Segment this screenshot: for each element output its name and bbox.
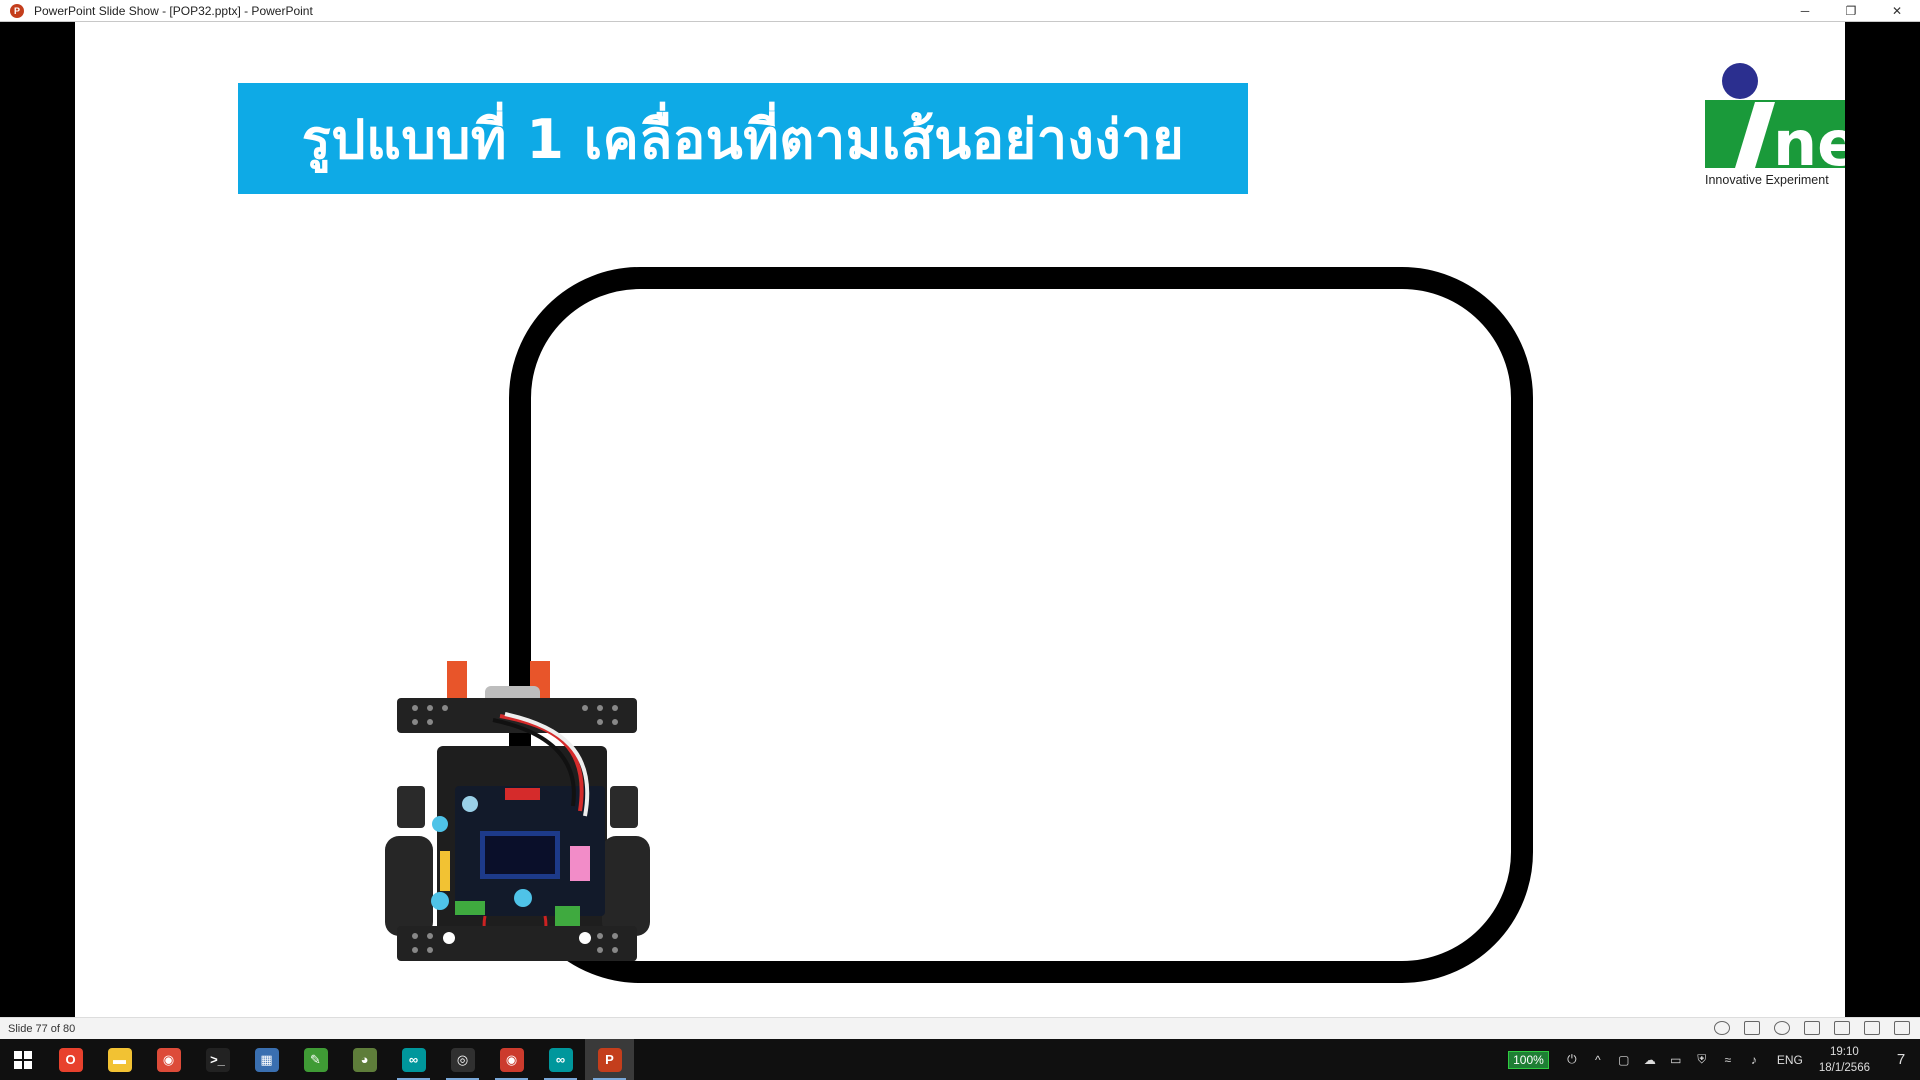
reading-view-icon[interactable] [1864, 1021, 1880, 1035]
slide-indicator: Slide 77 of 80 [8, 1022, 76, 1035]
taskbar-app-arduino-ide[interactable]: ∞ [536, 1039, 585, 1080]
normal-view-icon[interactable] [1804, 1021, 1820, 1035]
onedrive-icon[interactable]: ☁ [1643, 1052, 1656, 1067]
storage-icon[interactable]: ▭ [1670, 1052, 1682, 1067]
slide-canvas[interactable]: รูปแบบที่ 1 เคลื่อนที่ตามเส้นอย่างง่าย n… [75, 22, 1845, 1017]
clock-time: 19:10 [1830, 1045, 1859, 1058]
volume-icon[interactable]: ♪ [1750, 1052, 1757, 1067]
input-language[interactable]: ENG [1776, 1052, 1803, 1067]
running-indicator [397, 1078, 430, 1080]
running-indicator [544, 1078, 577, 1080]
close-button[interactable]: ✕ [1891, 4, 1903, 18]
chrome-profile-icon: ◉ [499, 1047, 524, 1072]
slideshow-view-icon[interactable] [1894, 1021, 1910, 1035]
taskbar-app-arduino[interactable]: ∞ [389, 1039, 438, 1080]
powerpoint-icon: P [597, 1047, 622, 1072]
logo-wordmark: nex [1773, 107, 1845, 172]
slide-heading: รูปแบบที่ 1 เคลื่อนที่ตามเส้นอย่างง่าย [301, 107, 1185, 171]
obs-icon: ◎ [450, 1047, 475, 1072]
windows-logo-icon [14, 1050, 32, 1069]
file-explorer-icon: ▬ [107, 1047, 132, 1072]
taskbar-app-powerpoint[interactable]: P [585, 1039, 634, 1080]
arduino-ide-icon: ∞ [548, 1047, 573, 1072]
running-indicator [495, 1078, 528, 1080]
office-app-icon: O [58, 1047, 83, 1072]
power-plug-icon[interactable]: ⏻ [1567, 1052, 1577, 1066]
view-controls [1714, 1021, 1910, 1035]
slide-title-banner: รูปแบบที่ 1 เคลื่อนที่ตามเส้นอย่างง่าย [238, 83, 1248, 194]
start-button[interactable] [0, 1039, 46, 1080]
robot-car-image [385, 661, 650, 961]
window-controls: ─ ❐ ✕ [1782, 0, 1920, 22]
taskbar-apps: O ▬ ◉ >_ ▦ ✎ ◕ ∞ ◎ ◉ ∞ P [46, 1039, 634, 1080]
taskbar-app-chrome-profile[interactable]: ◉ [487, 1039, 536, 1080]
clock-date: 18/1/2566 [1818, 1061, 1870, 1074]
taskbar-app-file-explorer[interactable]: ▬ [95, 1039, 144, 1080]
notification-count: 7 [1896, 1051, 1906, 1068]
notes-app-icon: ✎ [303, 1047, 328, 1072]
powerpoint-app-icon: P [10, 3, 24, 18]
taskbar-app-obs[interactable]: ◎ [438, 1039, 487, 1080]
mascot-app-icon: ◕ [352, 1047, 377, 1072]
previous-slide-icon[interactable] [1714, 1021, 1730, 1035]
system-tray: 100% ⏻ ^ ▢ ☁ ▭ ⛨ ≈ ♪ ENG 19:10 18/1/2566… [1508, 1039, 1920, 1080]
taskbar-app-notes-app[interactable]: ✎ [291, 1039, 340, 1080]
taskbar-clock[interactable]: 19:10 18/1/2566 [1819, 1044, 1870, 1076]
calculator-icon: ▦ [254, 1047, 279, 1072]
logo-tagline: Innovative Experiment [1705, 173, 1829, 187]
notification-center-icon[interactable]: 7 [1882, 1039, 1920, 1080]
show-hidden-icons-icon[interactable]: ^ [1594, 1052, 1601, 1067]
running-indicator [593, 1078, 626, 1080]
taskbar-app-chrome[interactable]: ◉ [144, 1039, 193, 1080]
security-icon[interactable]: ⛨ [1697, 1052, 1707, 1066]
inex-logo-mark: nex [1705, 63, 1845, 180]
line-track [509, 267, 1533, 983]
inex-logo: nex Innovative Experiment [1705, 62, 1845, 192]
window-title: PowerPoint Slide Show - [POP32.pptx] - P… [34, 3, 313, 18]
slide-menu-icon[interactable] [1744, 1021, 1760, 1035]
slideshow-statusbar: Slide 77 of 80 [0, 1017, 1920, 1039]
slide-sorter-icon[interactable] [1834, 1021, 1850, 1035]
next-slide-icon[interactable] [1774, 1021, 1790, 1035]
meet-now-icon[interactable]: ▢ [1618, 1052, 1630, 1067]
window-titlebar: P PowerPoint Slide Show - [POP32.pptx] -… [0, 0, 1920, 22]
taskbar-app-calculator[interactable]: ▦ [242, 1039, 291, 1080]
battery-indicator[interactable]: 100% [1508, 1050, 1549, 1069]
chrome-icon: ◉ [156, 1047, 181, 1072]
restore-button[interactable]: ❐ [1845, 4, 1857, 18]
taskbar-app-terminal[interactable]: >_ [193, 1039, 242, 1080]
taskbar-app-office-app[interactable]: O [46, 1039, 95, 1080]
windows-taskbar: O ▬ ◉ >_ ▦ ✎ ◕ ∞ ◎ ◉ ∞ P 100% ⏻ ^ ▢ ☁ ▭ ⛨ ≈ ♪ ENG 1… [0, 1039, 1920, 1080]
running-indicator [446, 1078, 479, 1080]
terminal-icon: >_ [205, 1047, 230, 1072]
taskbar-app-mascot-app[interactable]: ◕ [340, 1039, 389, 1080]
wifi-icon[interactable]: ≈ [1724, 1052, 1732, 1067]
minimize-button[interactable]: ─ [1800, 4, 1810, 18]
arduino-icon: ∞ [401, 1047, 426, 1072]
slideshow-stage[interactable]: รูปแบบที่ 1 เคลื่อนที่ตามเส้นอย่างง่าย n… [0, 22, 1920, 1022]
